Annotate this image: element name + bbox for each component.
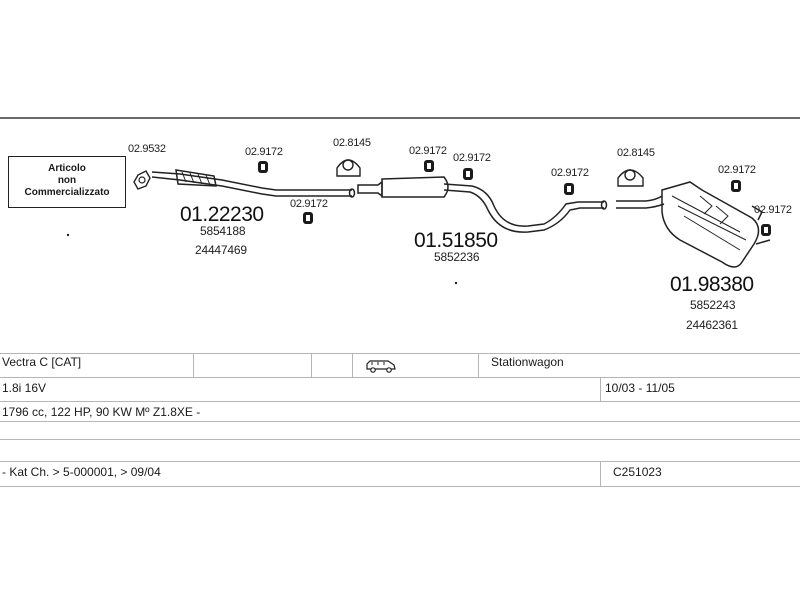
vehicle-row-empty (0, 421, 800, 440)
clamp-icon (617, 169, 644, 187)
part-ref-centre-silencer: 5852236 (434, 250, 480, 264)
part-label-hanger[interactable]: 02.9172 (409, 145, 447, 157)
note-line-2: non (57, 175, 77, 186)
part-label-hanger[interactable]: 02.9172 (718, 164, 756, 176)
vehicle-engine: 1.8i 16V (2, 381, 47, 395)
clamp-icon (336, 159, 361, 177)
vehicle-row-empty (0, 439, 800, 462)
part-label-clamp[interactable]: 02.8145 (617, 147, 655, 159)
part-label-hanger[interactable]: 02.9172 (245, 146, 283, 158)
vehicle-row-specs: 1796 cc, 122 HP, 90 KW Mº Z1.8XE - (0, 401, 800, 422)
part-ref-front-pipe-2: 24447469 (195, 243, 247, 257)
car-wagon-icon (366, 360, 396, 373)
part-label-clamp[interactable]: 02.8145 (333, 137, 371, 149)
vehicle-chassis-note: - Kat Ch. > 5-000001, > 09/04 (2, 465, 161, 479)
diagram-frame (0, 117, 800, 489)
part-label-hanger[interactable]: 02.9172 (453, 152, 491, 164)
part-label-gasket[interactable]: 02.9532 (128, 143, 166, 155)
centre-silencer-icon (357, 176, 608, 233)
part-label-hanger[interactable]: 02.9172 (290, 198, 328, 210)
rear-silencer-icon (616, 181, 771, 268)
vehicle-period: 10/03 - 11/05 (605, 381, 675, 395)
part-code-rear-silencer[interactable]: 01.98380 (670, 273, 754, 296)
catalog-code: C251023 (613, 465, 662, 479)
part-code-front-pipe[interactable]: 01.22230 (180, 203, 264, 226)
part-ref-rear-silencer-1: 5852243 (690, 298, 736, 312)
vehicle-specs: 1796 cc, 122 HP, 90 KW Mº Z1.8XE - (2, 405, 201, 419)
gasket-icon (133, 170, 151, 190)
note-line-1: Articolo (48, 163, 86, 174)
part-label-hanger[interactable]: 02.9172 (754, 204, 792, 216)
not-commercialized-note: Articolo non Commercializzato (8, 156, 126, 208)
front-pipe-icon (151, 169, 356, 198)
vehicle-row-engine: 1.8i 16V 10/03 - 11/05 (0, 377, 800, 402)
vehicle-model: Vectra C [CAT] (2, 355, 82, 369)
note-line-3: Commercializzato (24, 187, 110, 198)
vehicle-row-model: Vectra C [CAT] Stationwagon (0, 353, 800, 378)
part-ref-rear-silencer-2: 24462361 (686, 318, 738, 332)
vehicle-body-type: Stationwagon (491, 355, 564, 369)
part-code-centre-silencer[interactable]: 01.51850 (414, 229, 498, 252)
part-ref-front-pipe-1: 5854188 (200, 224, 246, 238)
vehicle-row-chassis: - Kat Ch. > 5-000001, > 09/04 C251023 (0, 461, 800, 487)
part-label-hanger[interactable]: 02.9172 (551, 167, 589, 179)
